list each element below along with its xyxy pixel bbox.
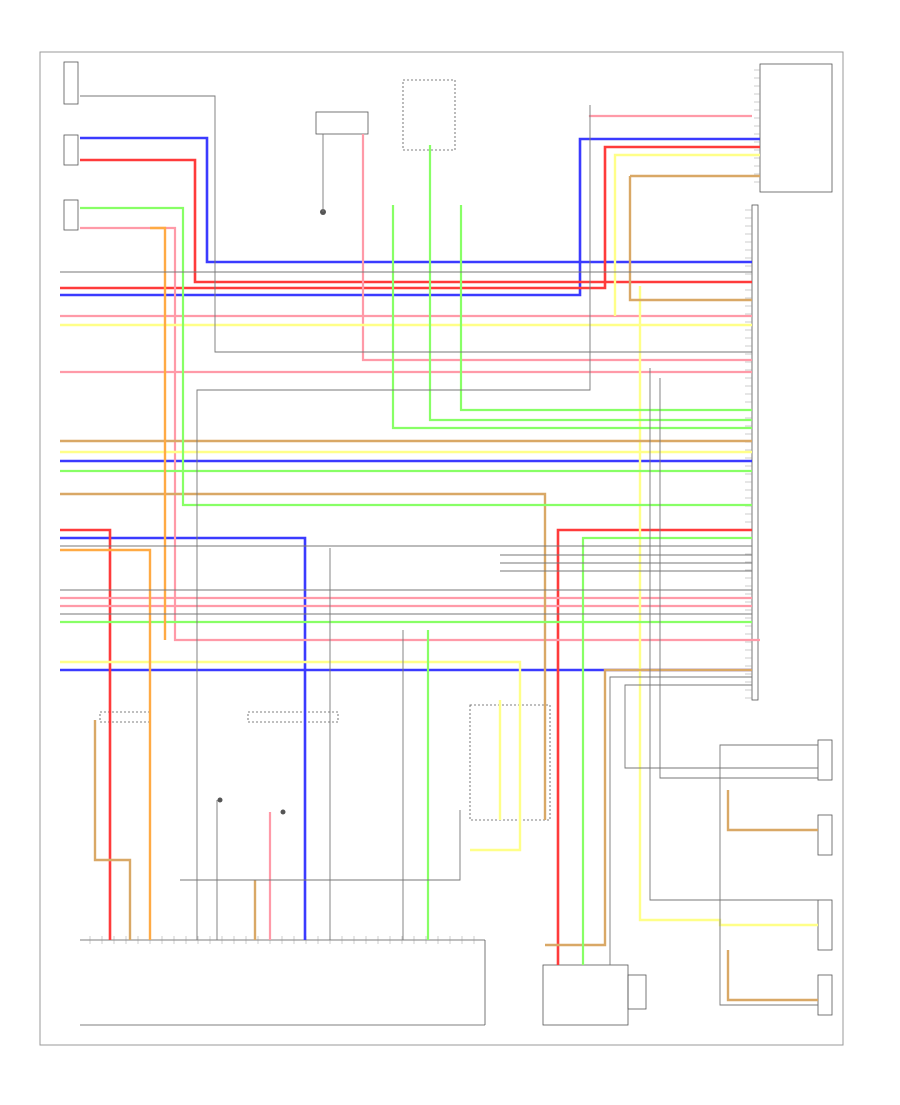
lower-relay-2 (247, 711, 339, 723)
wire-gray-12 (624, 684, 818, 769)
wire-yellow-5 (60, 660, 522, 852)
wire-green-1 (80, 206, 752, 507)
wire-tan-8 (726, 950, 818, 1002)
wire-blue-4 (60, 536, 307, 940)
top-right-connector (759, 63, 833, 193)
right-speaker-4 (817, 974, 833, 1016)
wire-red-4 (556, 528, 752, 965)
left-speaker-3 (63, 199, 79, 231)
amplifier-box (542, 964, 629, 1026)
wire-tan-7 (726, 790, 818, 832)
ground-symbol-3 (280, 809, 286, 815)
wire-red-3 (60, 528, 112, 940)
top-center-fuse-box (402, 79, 456, 151)
wire-red-1 (80, 158, 752, 284)
wire-orange-1 (150, 226, 167, 640)
main-right-connector (751, 204, 759, 701)
wire-gray-16 (180, 810, 461, 881)
wire-gray-3 (196, 105, 591, 940)
lower-relay-1 (99, 711, 151, 723)
wire-red-2 (60, 145, 760, 290)
amplifier-plug (627, 974, 647, 1010)
wire-green-8 (581, 536, 752, 965)
wire-tan-5 (545, 668, 752, 947)
wire-blue-1 (80, 136, 752, 264)
wire-gray-1 (80, 95, 752, 353)
center-relay-block (469, 704, 551, 821)
wire-pink-8 (80, 226, 760, 642)
wire-green-4 (428, 145, 752, 422)
wire-pink-3 (361, 134, 752, 362)
wire-gray-13 (609, 676, 752, 965)
left-speaker-1 (63, 61, 79, 105)
wire-pink-7 (588, 114, 752, 118)
wire-gray-10 (659, 378, 818, 779)
wire-green-6 (459, 205, 752, 412)
wire-orange-2 (60, 548, 152, 940)
right-speaker-3 (817, 899, 833, 951)
left-speaker-2 (63, 134, 79, 166)
right-speaker-2 (817, 814, 833, 856)
right-speaker-1 (817, 739, 833, 781)
diagram-frame (39, 51, 844, 1046)
wire-tan-4 (60, 492, 547, 820)
wire-gray-11 (649, 368, 818, 901)
wire-tan-6 (93, 720, 132, 940)
wire-tan-3 (628, 176, 752, 302)
wire-green-5 (391, 205, 752, 430)
wire-gray-19 (719, 744, 818, 1006)
connector-pins (89, 69, 760, 944)
components (63, 61, 833, 1026)
wire-yellow-3 (613, 153, 760, 316)
wire-blue-2 (60, 137, 760, 297)
wires (60, 95, 818, 1006)
ground-symbol-2 (217, 797, 223, 803)
top-center-module (315, 111, 369, 135)
